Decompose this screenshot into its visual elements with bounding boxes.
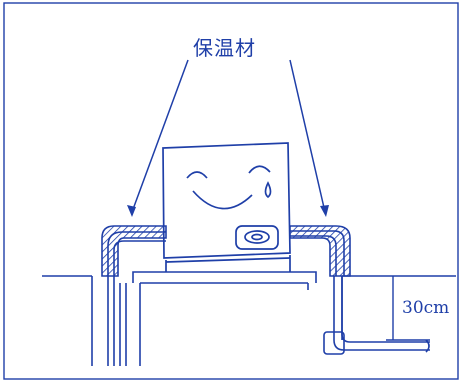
arrowhead-left-icon	[127, 205, 136, 217]
eye-left	[186, 171, 208, 179]
leader-left	[131, 59, 189, 213]
insulation-label: 保温材	[193, 36, 256, 60]
leader-lines	[131, 59, 326, 213]
arrowhead-right-icon	[320, 205, 329, 217]
pit-walls	[91, 276, 343, 366]
arrowheads	[127, 205, 329, 217]
leader-right	[289, 59, 326, 213]
dimension-30cm	[386, 276, 430, 341]
eye-right	[248, 165, 271, 174]
insulation-right	[289, 225, 351, 277]
pipe-right	[290, 230, 430, 355]
smile-mouth	[192, 190, 253, 210]
pipe-left	[107, 231, 166, 366]
pump-outlet	[235, 225, 279, 250]
sweat-drop-icon	[264, 181, 272, 199]
insulation-left	[101, 225, 167, 277]
pump-unit	[162, 142, 291, 272]
height-label: 30cm	[402, 298, 450, 318]
frame-border	[3, 2, 459, 380]
base-plate	[132, 271, 317, 366]
